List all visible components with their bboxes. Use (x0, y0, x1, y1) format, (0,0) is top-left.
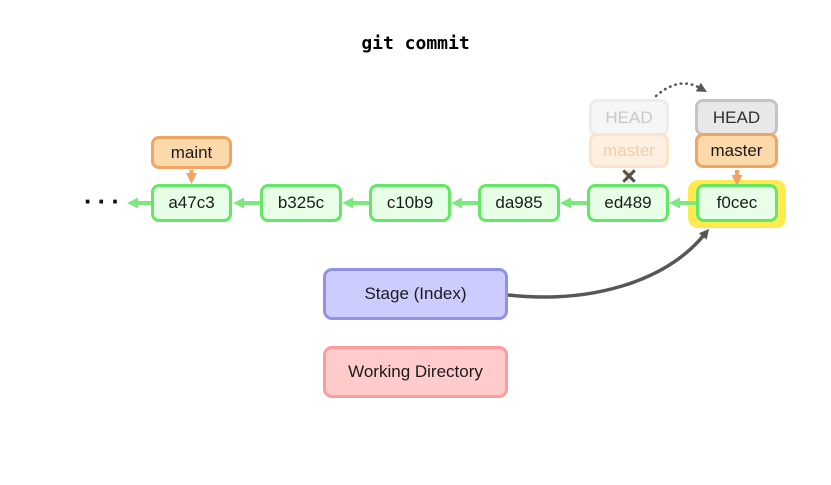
head-label-old: HEAD (589, 99, 669, 136)
commit-node-b325c: b325c (260, 184, 342, 222)
commit-node-a47c3: a47c3 (151, 184, 232, 222)
branch-label-master-old: master (589, 133, 669, 168)
commit-node-c10b9: c10b9 (369, 184, 451, 222)
commit-node-ed489: ed489 (587, 184, 669, 222)
history-ellipsis: ··· (84, 186, 125, 216)
branch-label-maint: maint (151, 136, 232, 169)
crossed-out-pointer-mark: × (621, 161, 637, 191)
commit-node-f0cec: f0cec (696, 184, 778, 222)
commit-node-da985: da985 (478, 184, 560, 222)
diagram-title: git commit (361, 33, 470, 54)
head-move-dotted-arrow (654, 82, 707, 98)
working-directory-box: Working Directory (323, 346, 508, 398)
head-label: HEAD (695, 99, 778, 136)
branch-label-master: master (695, 133, 778, 168)
stage-to-commit-arrow (507, 228, 710, 299)
stage-index-box: Stage (Index) (323, 268, 508, 320)
